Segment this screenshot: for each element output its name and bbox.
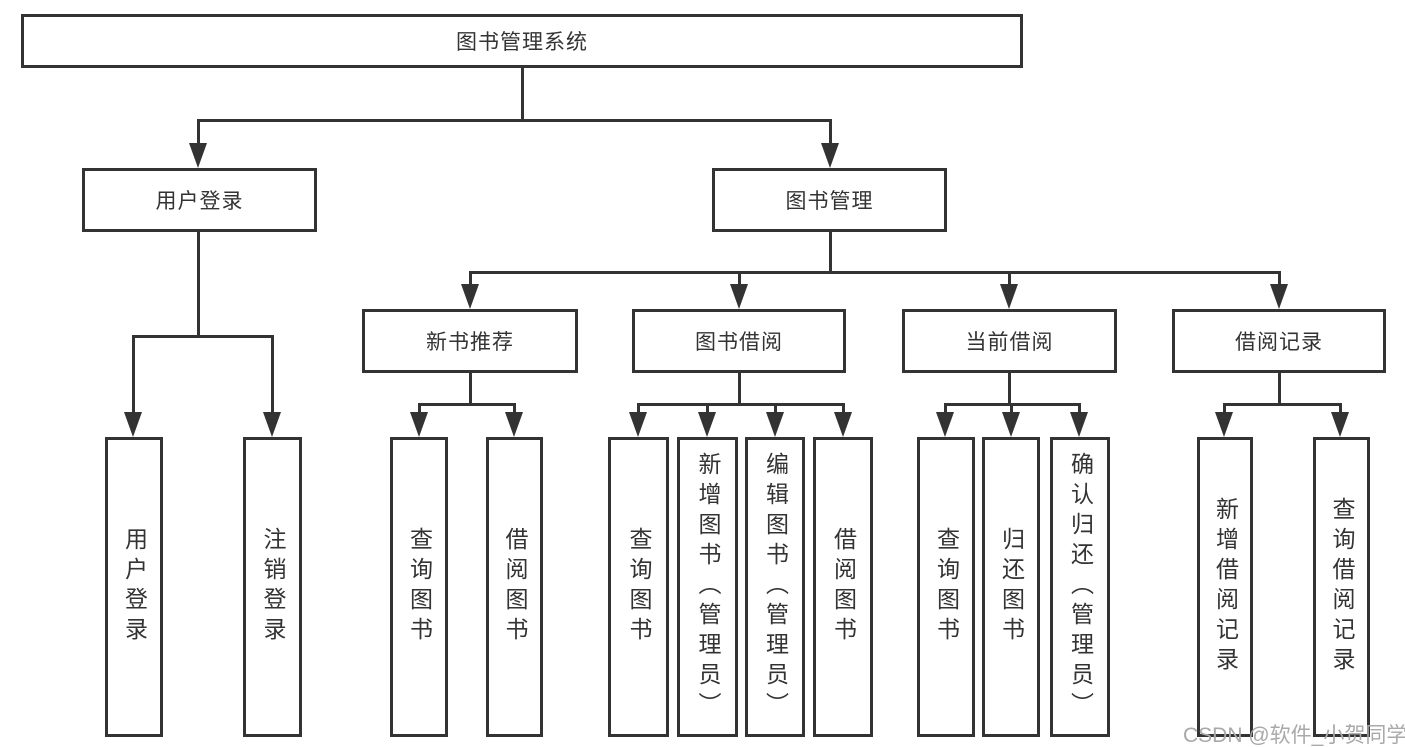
arrow-down-icon <box>698 412 716 437</box>
node-leaf-query-books-2: 查询图书 <box>608 437 669 737</box>
watermark: CSDN @软件_小贺同学 <box>1183 724 1405 747</box>
node-label: 图书管理 <box>785 190 874 213</box>
node-label: 确认归还（管理员） <box>1067 452 1094 722</box>
arrow-down-icon <box>189 143 207 168</box>
node-leaf-borrow-books-1: 借阅图书 <box>486 437 543 737</box>
node-label: 编辑图书（管理员） <box>762 452 789 722</box>
arrow-down-icon <box>124 412 142 437</box>
connector-user-login-rail <box>132 335 274 338</box>
connector-stem <box>1008 373 1011 403</box>
node-label: 图书借阅 <box>695 331 783 354</box>
node-leaf-user-login: 用户登录 <box>105 437 163 737</box>
node-label: 查询图书 <box>626 527 652 647</box>
connector-rail <box>637 403 844 406</box>
arrow-down-icon <box>1215 412 1233 437</box>
arrow-down-icon <box>410 412 428 437</box>
node-leaf-confirm-return-admin: 确认归还（管理员） <box>1050 437 1110 737</box>
connector-root-stem <box>521 68 524 119</box>
connector-arrow-stem <box>842 403 845 415</box>
node-label: 借阅记录 <box>1235 331 1323 354</box>
arrow-down-icon <box>629 412 647 437</box>
node-label: 归还图书 <box>998 527 1025 647</box>
node-new-book-recommend: 新书推荐 <box>362 309 578 373</box>
connector-arrow-stem <box>706 403 709 415</box>
node-leaf-edit-books-admin: 编辑图书（管理员） <box>745 437 805 737</box>
arrow-down-icon <box>936 412 954 437</box>
connector-stem <box>738 373 741 403</box>
connector-arrow-stem <box>1223 403 1226 415</box>
connector-arrow-stem <box>132 335 135 415</box>
connector-arrow-stem <box>1278 271 1281 286</box>
node-book-management-branch: 图书管理 <box>712 168 947 232</box>
arrow-down-icon <box>730 284 748 309</box>
connector-rail <box>1223 403 1342 406</box>
node-label: 当前借阅 <box>965 331 1054 354</box>
node-leaf-borrow-books-2: 借阅图书 <box>813 437 873 737</box>
node-label: 借阅图书 <box>502 527 528 647</box>
node-leaf-query-borrow-record: 查询借阅记录 <box>1313 437 1370 737</box>
connector-arrow-stem <box>197 119 200 146</box>
connector-arrow-stem <box>418 403 421 415</box>
connector-arrow-stem <box>774 403 777 415</box>
connector-arrow-stem <box>271 335 274 415</box>
connector-level2-rail <box>197 119 832 122</box>
connector-arrow-stem <box>738 271 741 286</box>
node-label: 用户登录 <box>121 527 148 647</box>
node-leaf-return-books: 归还图书 <box>982 437 1040 737</box>
connector-arrow-stem <box>1008 271 1011 286</box>
arrow-down-icon <box>1270 284 1288 309</box>
node-label: 图书管理系统 <box>456 31 588 54</box>
arrow-down-icon <box>1070 412 1088 437</box>
node-label: 查询图书 <box>406 527 433 647</box>
connector-level3-rail <box>469 271 1281 274</box>
arrow-down-icon <box>1000 284 1018 309</box>
connector-arrow-stem <box>637 403 640 415</box>
node-leaf-add-books-admin: 新增图书（管理员） <box>677 437 738 737</box>
arrow-down-icon <box>821 143 839 168</box>
connector-arrow-stem <box>469 271 472 286</box>
node-label: 借阅图书 <box>830 527 857 647</box>
arrow-down-icon <box>1002 412 1020 437</box>
arrow-down-icon <box>834 412 852 437</box>
connector-arrow-stem <box>944 403 947 415</box>
node-label: 注销登录 <box>260 527 286 647</box>
arrow-down-icon <box>461 284 479 309</box>
connector-stem <box>1278 373 1281 403</box>
node-label: 查询图书 <box>933 527 960 647</box>
node-user-login-branch: 用户登录 <box>82 168 317 232</box>
connector-arrow-stem <box>829 119 832 146</box>
connector-arrow-stem <box>1339 403 1342 415</box>
connector-arrow-stem <box>513 403 516 415</box>
arrow-down-icon <box>766 412 784 437</box>
node-leaf-add-borrow-record: 新增借阅记录 <box>1197 437 1253 737</box>
node-label: 新增借阅记录 <box>1212 497 1239 677</box>
node-label: 新增图书（管理员） <box>695 452 721 722</box>
connector-stem <box>469 373 472 403</box>
arrow-down-icon <box>1331 412 1349 437</box>
arrow-down-icon <box>263 412 281 437</box>
connector-rail <box>418 403 516 406</box>
node-label: 查询借阅记录 <box>1329 497 1355 677</box>
node-borrow-records: 借阅记录 <box>1172 309 1386 373</box>
node-book-borrow: 图书借阅 <box>632 309 846 373</box>
arrow-down-icon <box>505 412 523 437</box>
node-label: 新书推荐 <box>426 331 514 354</box>
connector-arrow-stem <box>1010 403 1013 415</box>
connector-arrow-stem <box>1078 403 1081 415</box>
connector-book-mgmt-stem <box>829 232 832 271</box>
node-leaf-logout: 注销登录 <box>243 437 302 737</box>
node-library-management-system: 图书管理系统 <box>21 14 1023 68</box>
node-label: 用户登录 <box>155 190 244 213</box>
connector-user-login-stem <box>197 232 200 335</box>
node-current-borrow: 当前借阅 <box>902 309 1117 373</box>
node-leaf-query-books-1: 查询图书 <box>390 437 448 737</box>
node-leaf-query-books-3: 查询图书 <box>917 437 975 737</box>
